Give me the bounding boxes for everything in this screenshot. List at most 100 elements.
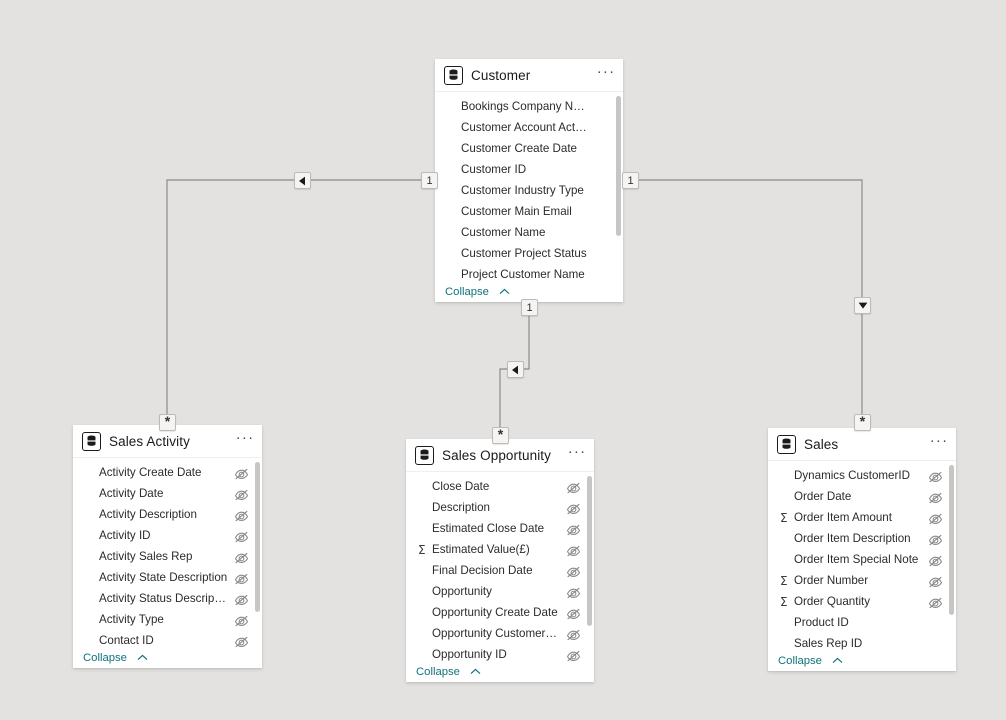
- field-row[interactable]: ΣDescription: [406, 497, 594, 518]
- cardinality-badge-one[interactable]: 1: [521, 299, 538, 316]
- field-name: Sales Rep ID: [794, 637, 863, 650]
- arrow-left-icon[interactable]: [294, 172, 311, 189]
- field-row[interactable]: ΣActivity Type: [73, 609, 262, 630]
- arrow-down-icon[interactable]: [854, 297, 871, 314]
- field-row[interactable]: ΣCustomer Name: [435, 222, 623, 243]
- field-row[interactable]: ΣCustomer Main Email: [435, 201, 623, 222]
- hidden-eye-icon[interactable]: [234, 488, 249, 500]
- hidden-eye-icon[interactable]: [928, 512, 943, 524]
- hidden-eye-icon[interactable]: [234, 467, 249, 479]
- field-list-customer[interactable]: ΣBookings Company NameΣCustomer Account …: [435, 91, 623, 281]
- arrow-left-icon[interactable]: [507, 361, 524, 378]
- field-row[interactable]: ΣActivity Create Date: [73, 462, 262, 483]
- field-row[interactable]: ΣActivity ID: [73, 525, 262, 546]
- table-card-sales-opportunity[interactable]: Sales Opportunity···ΣClose DateΣDescript…: [406, 439, 594, 682]
- field-list-scrollbar[interactable]: [949, 465, 954, 615]
- hidden-eye-icon[interactable]: [566, 481, 581, 493]
- field-row[interactable]: ΣDynamics CustomerID: [768, 465, 956, 486]
- cardinality-badge-many[interactable]: *: [854, 414, 871, 431]
- collapse-button-sales-activity[interactable]: Collapse: [73, 647, 262, 668]
- collapse-button-customer[interactable]: Collapse: [435, 281, 623, 302]
- hidden-eye-icon[interactable]: [234, 509, 249, 521]
- hidden-eye-icon[interactable]: [566, 649, 581, 661]
- hidden-eye-icon[interactable]: [928, 596, 943, 608]
- field-list-sales-activity[interactable]: ΣActivity Create DateΣActivity DateΣActi…: [73, 457, 262, 647]
- hidden-eye-icon[interactable]: [928, 491, 943, 503]
- hidden-eye-icon[interactable]: [566, 565, 581, 577]
- field-row[interactable]: ΣFinal Decision Date: [406, 560, 594, 581]
- field-row[interactable]: ΣBookings Company Name: [435, 96, 623, 117]
- field-row[interactable]: ΣSales Rep ID: [768, 633, 956, 650]
- hidden-eye-icon[interactable]: [234, 572, 249, 584]
- hidden-eye-icon[interactable]: [928, 575, 943, 587]
- more-options-icon[interactable]: ···: [567, 443, 587, 460]
- hidden-eye-icon[interactable]: [566, 607, 581, 619]
- collapse-button-sales[interactable]: Collapse: [768, 650, 956, 671]
- more-options-icon[interactable]: ···: [929, 432, 949, 449]
- field-row[interactable]: ΣActivity State Description: [73, 567, 262, 588]
- relationship-line-customer-to-sales[interactable]: [623, 179, 863, 421]
- hidden-eye-icon[interactable]: [234, 530, 249, 542]
- chevron-up-icon: [494, 288, 510, 295]
- field-row[interactable]: ΣClose Date: [406, 476, 594, 497]
- cardinality-badge-one[interactable]: 1: [421, 172, 438, 189]
- field-row[interactable]: ΣOpportunity: [406, 581, 594, 602]
- table-header-sales[interactable]: Sales···: [768, 428, 956, 460]
- hidden-eye-icon[interactable]: [234, 635, 249, 647]
- field-row[interactable]: ΣCustomer Industry Type: [435, 180, 623, 201]
- chevron-up-icon: [132, 654, 148, 661]
- field-row[interactable]: ΣOpportunity Customer ID: [406, 623, 594, 644]
- hidden-eye-icon[interactable]: [928, 470, 943, 482]
- field-row[interactable]: ΣProduct ID: [768, 612, 956, 633]
- field-list-sales-opportunity[interactable]: ΣClose DateΣDescriptionΣEstimated Close …: [406, 471, 594, 661]
- table-header-sales-opportunity[interactable]: Sales Opportunity···: [406, 439, 594, 471]
- field-row[interactable]: ΣActivity Date: [73, 483, 262, 504]
- field-list-scrollbar[interactable]: [587, 476, 592, 626]
- field-list-scrollbar[interactable]: [255, 462, 260, 612]
- hidden-eye-icon[interactable]: [234, 614, 249, 626]
- field-row[interactable]: ΣCustomer ID: [435, 159, 623, 180]
- relationship-line-customer-to-sales-activity[interactable]: [166, 179, 435, 418]
- cardinality-badge-many[interactable]: *: [159, 414, 176, 431]
- hidden-eye-icon[interactable]: [566, 586, 581, 598]
- hidden-eye-icon[interactable]: [928, 554, 943, 566]
- table-header-customer[interactable]: Customer···: [435, 59, 623, 91]
- hidden-eye-icon[interactable]: [566, 544, 581, 556]
- hidden-eye-icon[interactable]: [234, 593, 249, 605]
- hidden-eye-icon[interactable]: [566, 523, 581, 535]
- table-card-sales-activity[interactable]: Sales Activity···ΣActivity Create DateΣA…: [73, 425, 262, 668]
- field-row[interactable]: ΣActivity Status Description: [73, 588, 262, 609]
- field-row[interactable]: ΣCustomer Create Date: [435, 138, 623, 159]
- field-row[interactable]: ΣCustomer Account Active: [435, 117, 623, 138]
- hidden-eye-icon[interactable]: [928, 533, 943, 545]
- field-row[interactable]: ΣOpportunity Create Date: [406, 602, 594, 623]
- field-row[interactable]: ΣProject Customer Name: [435, 264, 623, 281]
- more-options-icon[interactable]: ···: [235, 429, 255, 446]
- field-row[interactable]: ΣActivity Sales Rep: [73, 546, 262, 567]
- field-row[interactable]: ΣCustomer Project Status: [435, 243, 623, 264]
- cardinality-badge-many[interactable]: *: [492, 427, 509, 444]
- hidden-eye-icon[interactable]: [566, 628, 581, 640]
- table-card-sales[interactable]: Sales···ΣDynamics CustomerIDΣOrder DateΣ…: [768, 428, 956, 671]
- hidden-eye-icon[interactable]: [566, 502, 581, 514]
- table-card-customer[interactable]: Customer···ΣBookings Company NameΣCustom…: [435, 59, 623, 302]
- field-name: Customer Create Date: [461, 142, 577, 155]
- field-row[interactable]: ΣActivity Description: [73, 504, 262, 525]
- field-row[interactable]: ΣContact ID: [73, 630, 262, 647]
- more-options-icon[interactable]: ···: [596, 63, 616, 80]
- collapse-button-sales-opportunity[interactable]: Collapse: [406, 661, 594, 682]
- cardinality-badge-one[interactable]: 1: [622, 172, 639, 189]
- hidden-eye-icon[interactable]: [234, 551, 249, 563]
- field-list-scrollbar[interactable]: [616, 96, 621, 236]
- field-row[interactable]: ΣOpportunity ID: [406, 644, 594, 661]
